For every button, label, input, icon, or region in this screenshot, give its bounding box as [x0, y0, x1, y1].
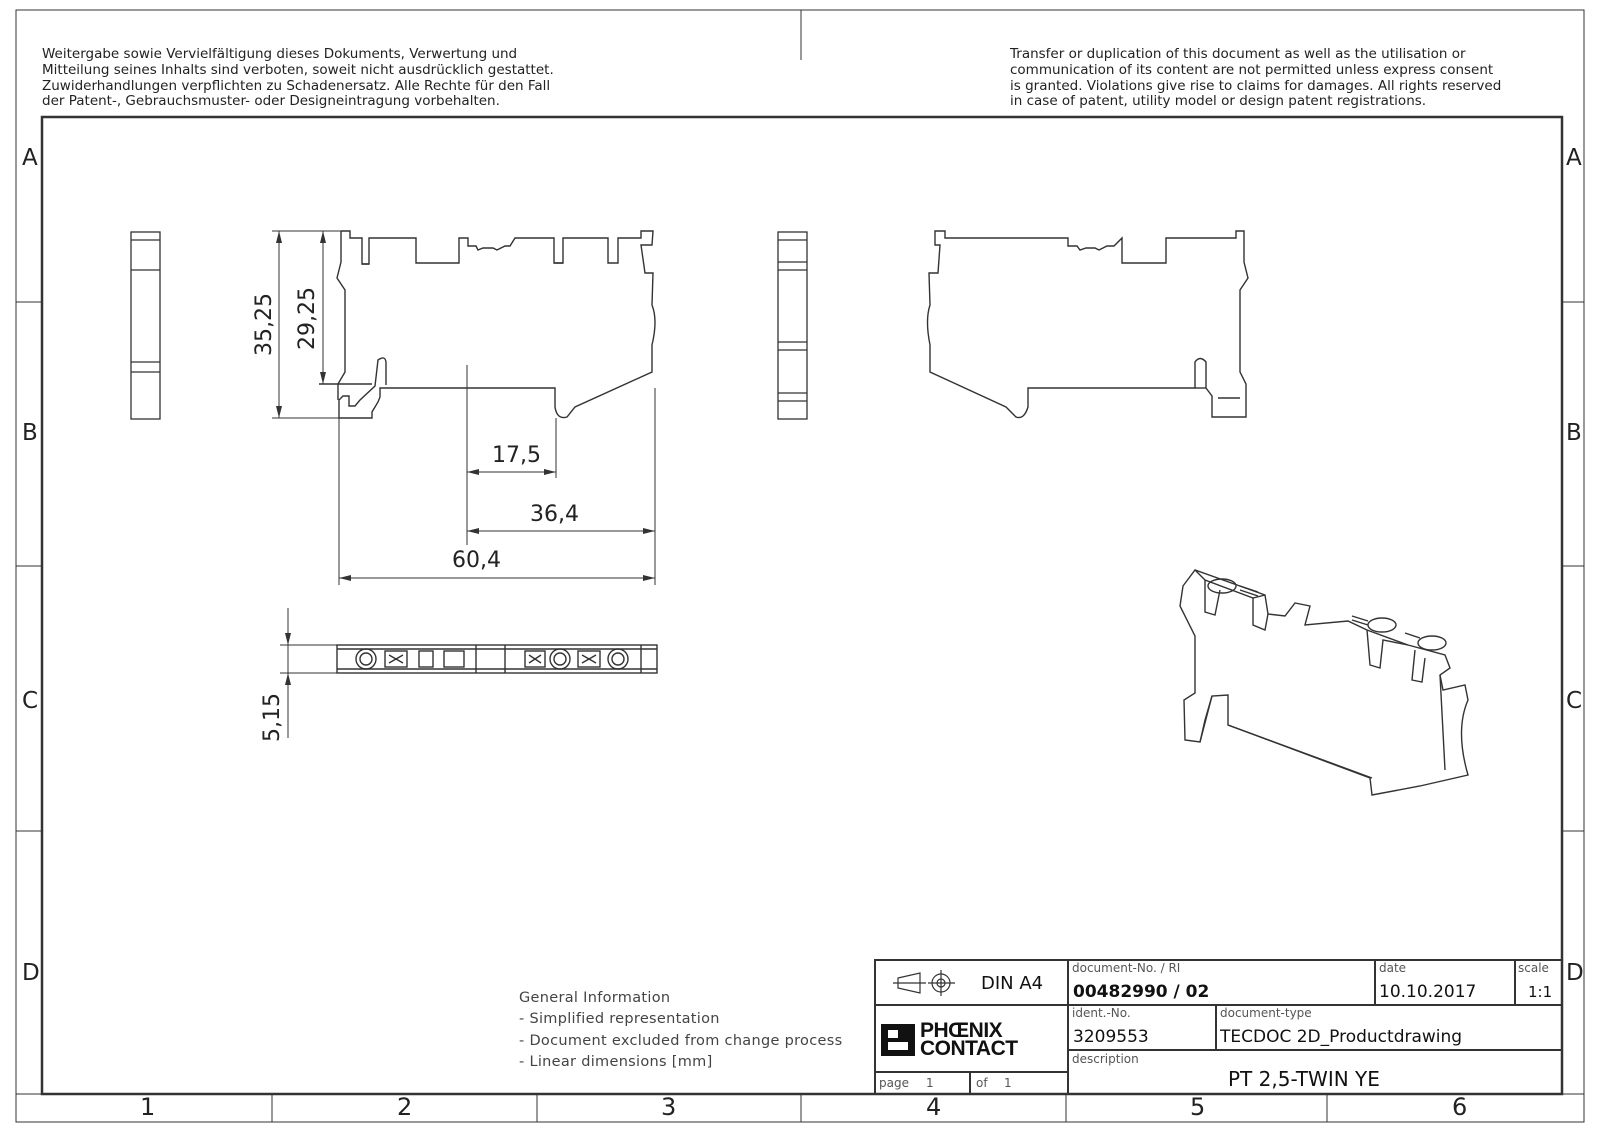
doc-no-label: document-No. / RI [1072, 961, 1181, 975]
dim-height-inner: 29,25 [295, 287, 320, 350]
general-info-item: - Linear dimensions [mm] [519, 1054, 713, 1071]
zone-row-a-left: A [22, 145, 38, 171]
dim-width-mid: 36,4 [530, 502, 579, 527]
front-view [319, 230, 656, 419]
side-view-left [130, 231, 161, 420]
zone-col-5: 5 [1190, 1093, 1206, 1121]
scale-label: scale [1518, 961, 1549, 975]
logo-mark-icon [881, 1024, 915, 1056]
zone-col-2: 2 [397, 1093, 413, 1121]
general-info-item: - Simplified representation [519, 1011, 720, 1028]
side-view-right [777, 231, 808, 420]
legal-notice-en: Transfer or duplication of this document… [1010, 46, 1502, 110]
scale-value: 1:1 [1528, 983, 1553, 1001]
title-block [874, 959, 1563, 1095]
ident-value: 3209553 [1073, 1027, 1149, 1047]
dim-thickness: 5,15 [260, 693, 285, 742]
zone-row-a-right: A [1566, 145, 1582, 171]
dim-height-total: 35,25 [252, 293, 277, 356]
logo-line-1: PHŒNIX [920, 1019, 1003, 1042]
zone-row-b-left: B [22, 420, 38, 446]
general-information: General Information - Simplified represe… [519, 988, 842, 1074]
dim-width-total: 60,4 [452, 548, 501, 573]
doc-no-value: 00482990 / 02 [1073, 982, 1210, 1002]
zone-row-c-left: C [22, 688, 39, 714]
date-label: date [1379, 961, 1407, 975]
of-value: 1 [1004, 1076, 1012, 1090]
dim-width-partial: 17,5 [492, 443, 541, 468]
legal-notice-de: Weitergabe sowie Vervielfältigung dieses… [42, 46, 554, 110]
dimension-lines [272, 230, 656, 738]
zone-row-c-right: C [1566, 688, 1583, 714]
inner-frame [40, 115, 1564, 1096]
page-label: page [879, 1076, 909, 1090]
general-info-heading: General Information [519, 990, 671, 1006]
logo-line-2: CONTACT [920, 1037, 1018, 1060]
description-value: PT 2,5-TWIN YE [1228, 1067, 1380, 1091]
outer-border [15, 9, 1585, 1123]
page-value: 1 [926, 1076, 934, 1090]
date-value: 10.10.2017 [1379, 982, 1477, 1002]
zone-col-3: 3 [661, 1093, 677, 1121]
zone-row-b-right: B [1566, 420, 1582, 446]
zone-row-d-left: D [22, 960, 40, 986]
zone-row-d-right: D [1566, 960, 1584, 986]
ident-label: ident.-No. [1072, 1006, 1131, 1020]
rear-view [926, 230, 1249, 419]
doctype-value: TECDOC 2D_Productdrawing [1220, 1027, 1463, 1047]
isometric-view [1179, 569, 1469, 796]
paper-size: DIN A4 [981, 973, 1044, 994]
general-info-item: - Document excluded from change process [519, 1032, 843, 1049]
zone-col-6: 6 [1452, 1093, 1468, 1121]
top-view [336, 644, 658, 674]
description-label: description [1072, 1052, 1139, 1066]
brand-logo: PHŒNIX CONTACT [880, 1019, 1050, 1062]
zone-col-4: 4 [926, 1093, 942, 1121]
projection-symbol [893, 970, 955, 996]
doctype-label: document-type [1220, 1006, 1312, 1020]
zone-col-1: 1 [140, 1093, 156, 1121]
of-label: of [976, 1076, 988, 1090]
